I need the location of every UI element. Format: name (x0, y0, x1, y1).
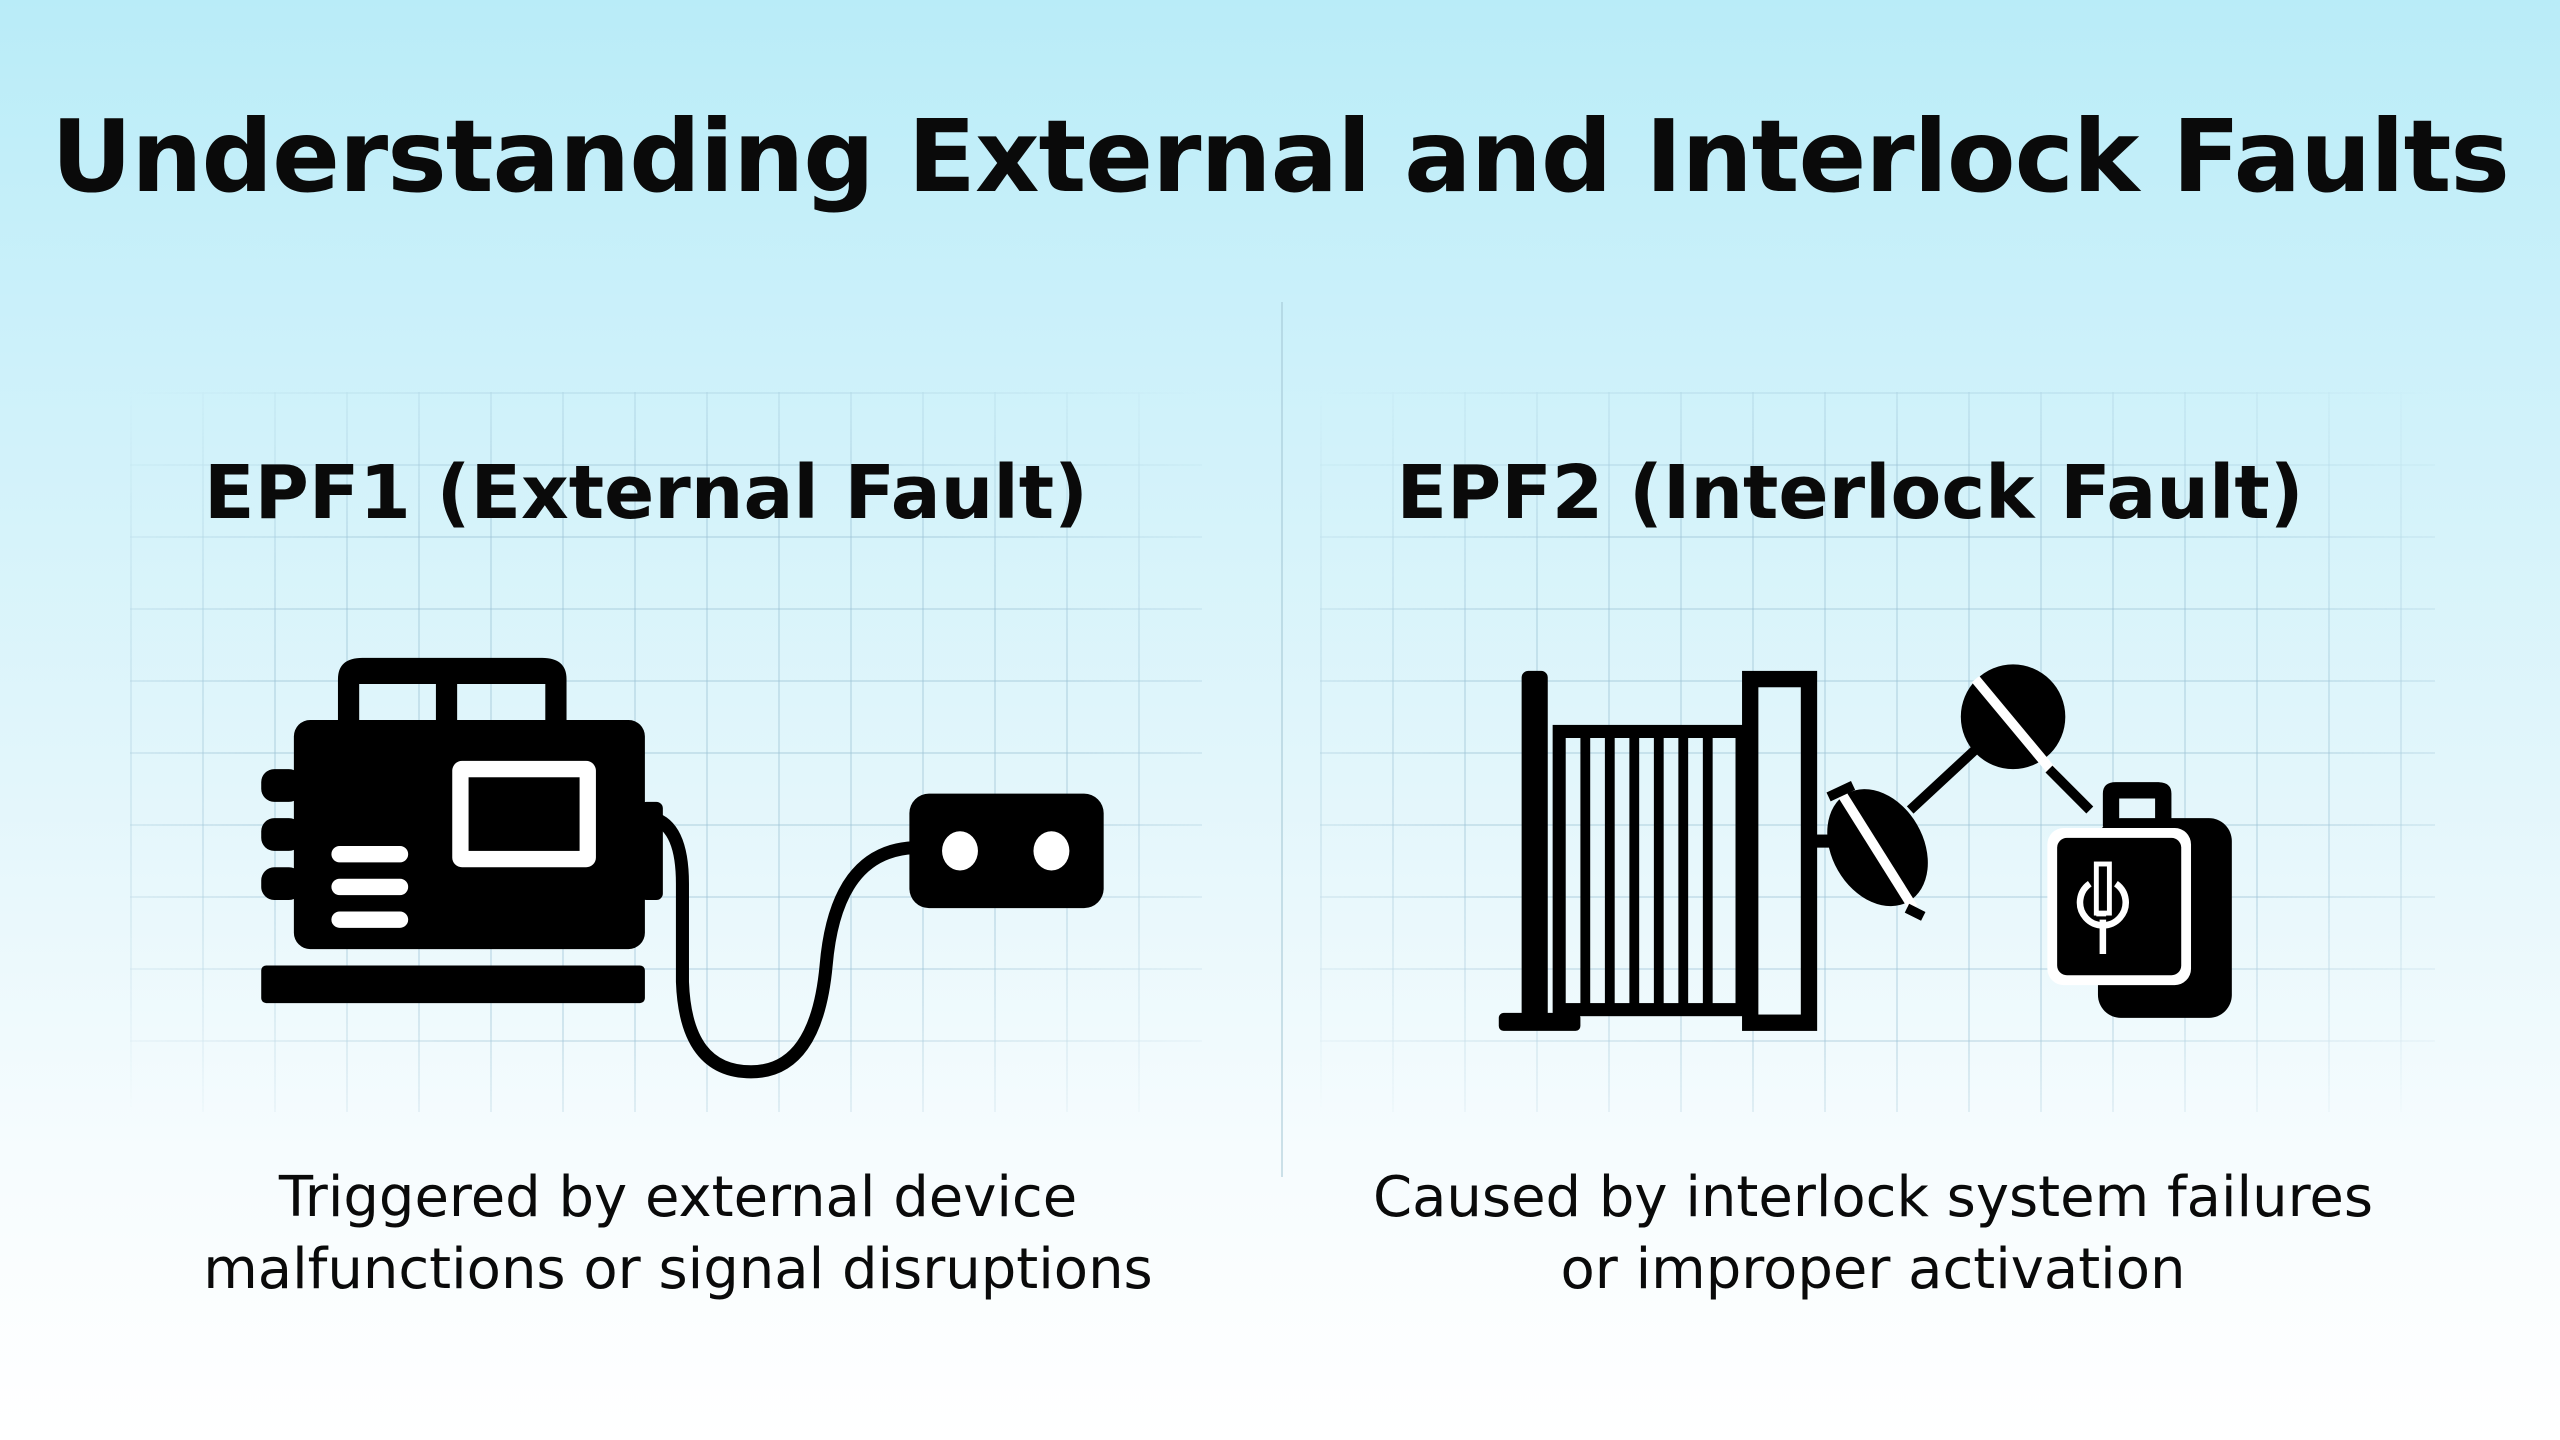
epf2-heading: EPF2 (Interlock Fault) (1396, 450, 2304, 536)
panel-divider (1281, 302, 1283, 1177)
epf1-description: Triggered by external device malfunction… (128, 1162, 1228, 1306)
gate-interlock-lock-icon (1498, 664, 2232, 1031)
gate-bars (1580, 736, 1713, 1007)
page-title: Understanding External and Interlock Fau… (51, 98, 2510, 215)
epf2-description: Caused by interlock system failures or i… (1323, 1162, 2423, 1306)
epf2-description-line1: Caused by interlock system failures (1372, 1165, 2373, 1230)
epf2-description-line2: or improper activation (1560, 1237, 2186, 1302)
epf1-description-line1: Triggered by external device (278, 1165, 1078, 1230)
right-panel-grid (1320, 392, 2435, 1112)
generator-plug-icon (261, 657, 1104, 1079)
epf1-heading: EPF1 (External Fault) (204, 450, 1088, 536)
epf1-description-line2: malfunctions or signal disruptions (203, 1237, 1153, 1302)
